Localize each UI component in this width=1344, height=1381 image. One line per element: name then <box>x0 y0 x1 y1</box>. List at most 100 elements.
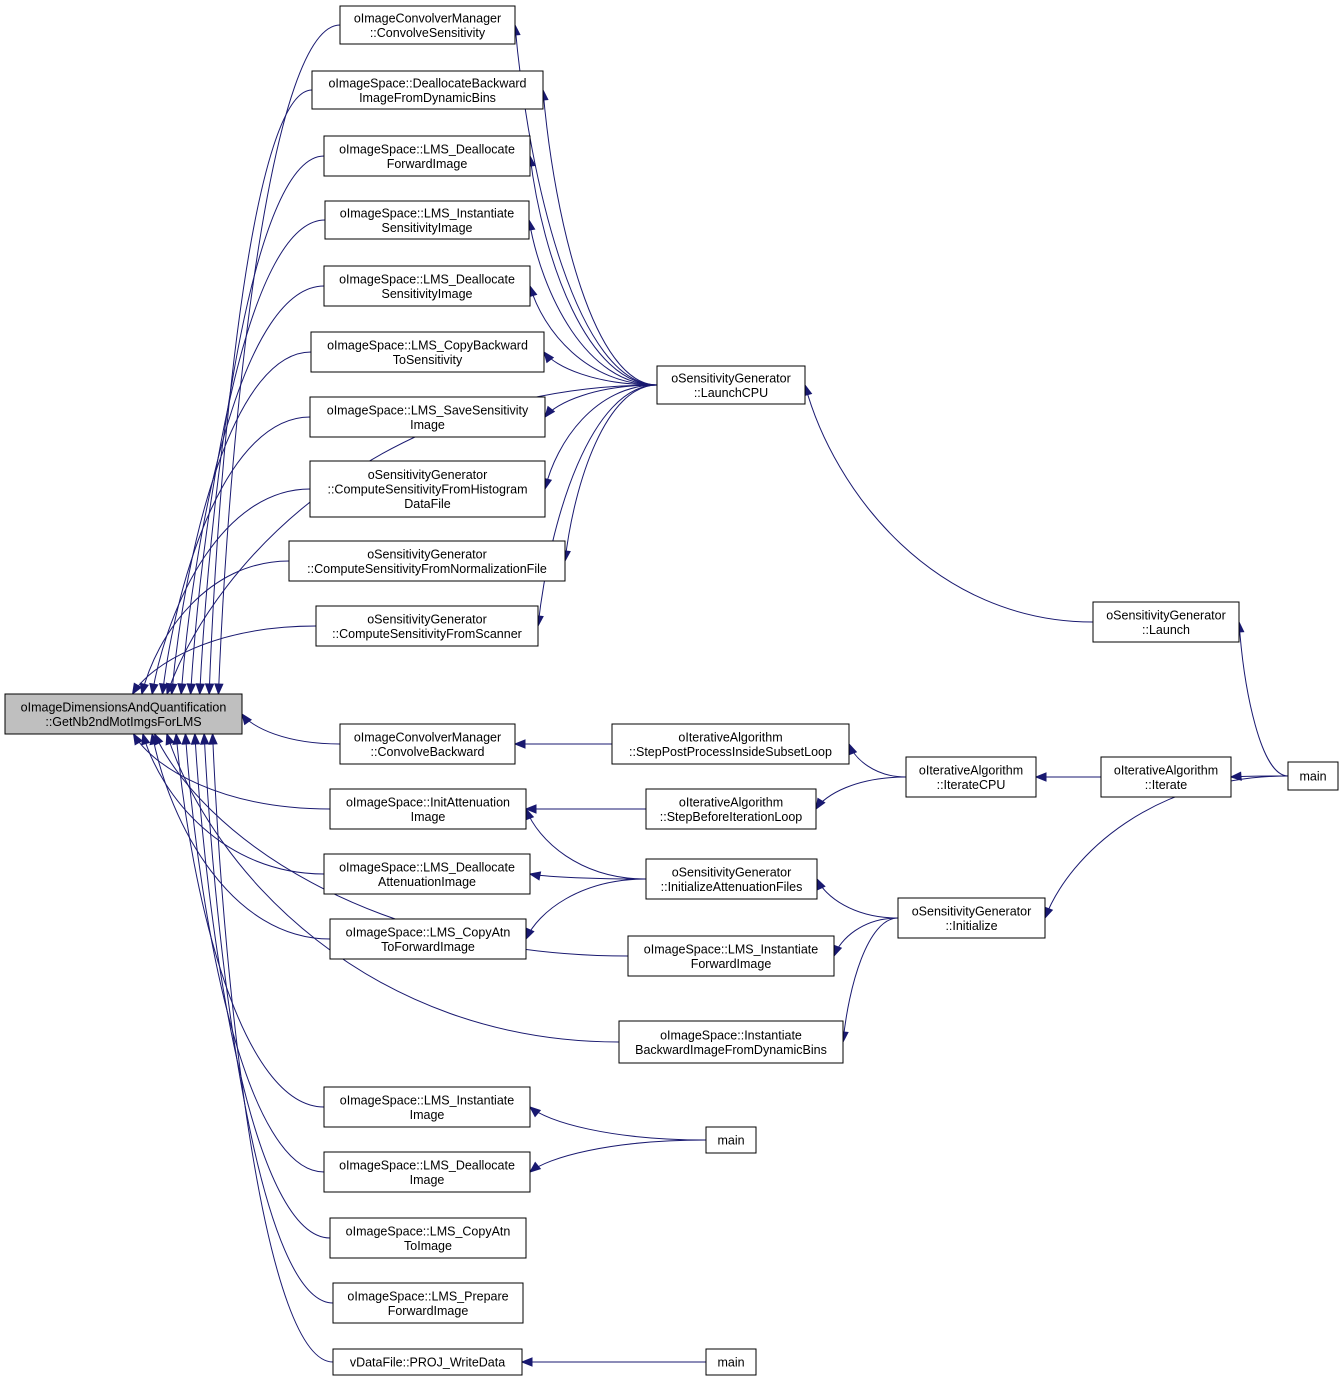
node-box <box>323 1151 531 1193</box>
graph-node-stepPost[interactable]: oIterativeAlgorithm::StepPostProcessInsi… <box>611 723 850 765</box>
arrowhead-icon <box>520 1357 533 1367</box>
arrowhead-icon <box>528 1161 542 1173</box>
graph-node-projWrite[interactable]: vDataFile::PROJ_WriteData <box>332 1348 523 1376</box>
call-edge-lmsDeallocAtt-to-root <box>141 732 325 875</box>
node-label-line: oIterativeAlgorithm <box>1114 763 1218 777</box>
node-box <box>332 1282 524 1324</box>
node-label-line: ForwardImage <box>691 957 772 971</box>
graph-node-lmsDeallocSens[interactable]: oImageSpace::LMS_DeallocateSensitivityIm… <box>323 265 531 307</box>
arrowhead-icon <box>214 683 224 696</box>
call-edge-compScan-to-root <box>131 625 317 696</box>
arrowhead-icon <box>195 683 205 696</box>
node-label-line: oImageSpace::LMS_Deallocate <box>339 142 515 156</box>
node-label-line: ForwardImage <box>387 157 468 171</box>
node-label-line: oImageSpace::LMS_Deallocate <box>339 860 515 874</box>
arrowhead-icon <box>815 797 826 811</box>
graph-node-deallocBackDyn[interactable]: oImageSpace::DeallocateBackwardImageFrom… <box>311 70 544 110</box>
arrowhead-icon <box>177 683 187 696</box>
call-edge-mainM2-to-projWrite <box>520 1357 707 1367</box>
node-label-line: oImageSpace::LMS_CopyAtn <box>346 925 511 939</box>
node-label-line: oImageSpace::LMS_Instantiate <box>644 942 818 956</box>
node-label-line: main <box>717 1134 744 1148</box>
arrowhead-icon <box>165 732 175 746</box>
node-label-line: ::ComputeSensitivityFromHistogram <box>327 483 527 497</box>
node-box <box>309 460 546 518</box>
node-label-line: ImageFromDynamicBins <box>359 91 496 105</box>
graph-node-initAttFiles[interactable]: oSensitivityGenerator::InitializeAttenua… <box>645 858 818 900</box>
node-box <box>1287 761 1339 791</box>
node-label-line: ::StepPostProcessInsideSubsetLoop <box>629 745 832 759</box>
arrowhead-icon <box>816 877 826 891</box>
node-label-line: main <box>717 1356 744 1370</box>
node-label-line: DataFile <box>404 497 451 511</box>
graph-node-lmsDeallocAtt[interactable]: oImageSpace::LMS_DeallocateAttenuationIm… <box>323 853 531 895</box>
node-box <box>339 723 516 765</box>
arrowhead-icon <box>199 732 210 745</box>
call-edge-launchCPU-to-lmsSaveSens <box>544 384 658 419</box>
node-label-line: ::ComputeSensitivityFromNormalizationFil… <box>307 562 547 576</box>
arrowhead-icon <box>208 732 218 745</box>
graph-node-iterCPU[interactable]: oIterativeAlgorithm::IterateCPU <box>905 756 1037 798</box>
arrowhead-icon <box>139 682 149 696</box>
graph-node-lmsInstSens[interactable]: oImageSpace::LMS_InstantiateSensitivityI… <box>324 200 530 240</box>
graph-node-mainR[interactable]: main <box>1287 761 1339 791</box>
node-label-line: ::Launch <box>1142 623 1190 637</box>
node-box <box>897 897 1046 939</box>
arrowhead-icon <box>528 1106 542 1118</box>
call-edge-launchCPU-to-compHist <box>542 384 658 491</box>
graph-node-convBack[interactable]: oImageConvolverManager::ConvolveBackward <box>339 723 516 765</box>
node-label-line: ToForwardImage <box>381 940 475 954</box>
node-label-line: oIterativeAlgorithm <box>919 763 1023 777</box>
node-label-line: BackwardImageFromDynamicBins <box>635 1043 827 1057</box>
graph-node-initialize[interactable]: oSensitivityGenerator::Initialize <box>897 897 1046 939</box>
node-box <box>329 788 527 830</box>
graph-node-mainM2[interactable]: main <box>705 1348 757 1376</box>
arrowhead-icon <box>172 732 182 745</box>
call-edge-lmsDeallocImg-to-root <box>181 732 325 1173</box>
call-edge-stepPost-to-convBack <box>513 739 612 749</box>
graph-node-launch[interactable]: oSensitivityGenerator::Launch <box>1092 601 1240 643</box>
node-box <box>905 756 1037 798</box>
call-edge-initialize-to-initAttFiles <box>816 877 899 919</box>
call-edge-convSens-to-root <box>214 24 341 696</box>
node-label-line: oSensitivityGenerator <box>671 371 791 385</box>
graph-node-instBackDyn[interactable]: oImageSpace::InstantiateBackwardImageFro… <box>618 1020 844 1064</box>
node-label-line: oImageSpace::LMS_CopyBackward <box>327 338 528 352</box>
graph-node-root[interactable]: oImageDimensionsAndQuantification::GetNb… <box>4 693 243 735</box>
call-edge-lmsSaveSens-to-root <box>158 416 311 696</box>
arrowhead-icon <box>543 350 555 364</box>
node-label-line: oSensitivityGenerator <box>368 468 488 482</box>
graph-node-compNorm[interactable]: oSensitivityGenerator::ComputeSensitivit… <box>288 540 566 582</box>
arrowhead-icon <box>1044 906 1054 920</box>
call-edge-launchCPU-to-compScan <box>534 384 658 628</box>
graph-node-compHist[interactable]: oSensitivityGenerator::ComputeSensitivit… <box>309 460 546 518</box>
graph-node-compScan[interactable]: oSensitivityGenerator::ComputeSensitivit… <box>315 605 539 647</box>
graph-node-lmsCopyBack[interactable]: oImageSpace::LMS_CopyBackwardToSensitivi… <box>310 331 545 373</box>
node-label-line: ::StepBeforeIterationLoop <box>660 810 803 824</box>
node-box <box>309 396 546 438</box>
node-label-line: ::IterateCPU <box>937 778 1006 792</box>
graph-node-convSens[interactable]: oImageConvolverManager::ConvolveSensitiv… <box>339 5 516 45</box>
graph-node-launchCPU[interactable]: oSensitivityGenerator::LaunchCPU <box>656 365 806 405</box>
call-edge-initAtt-to-root <box>132 732 331 810</box>
node-label-line: Image <box>411 810 446 824</box>
call-edge-initAttFiles-to-lmsCopyAtnFwd <box>525 878 647 941</box>
call-edge-deallocBackDyn-to-root <box>204 89 313 696</box>
graph-node-stepBefore[interactable]: oIterativeAlgorithm::StepBeforeIteration… <box>645 788 817 830</box>
node-label-line: ::LaunchCPU <box>694 386 768 400</box>
node-label-line: AttenuationImage <box>378 875 476 889</box>
graph-node-iterate[interactable]: oIterativeAlgorithm::Iterate <box>1100 756 1232 798</box>
graph-node-mainM1[interactable]: main <box>705 1126 757 1154</box>
call-edge-compHist-to-root <box>149 488 311 696</box>
node-label-line: oImageSpace::LMS_CopyAtn <box>346 1224 511 1238</box>
